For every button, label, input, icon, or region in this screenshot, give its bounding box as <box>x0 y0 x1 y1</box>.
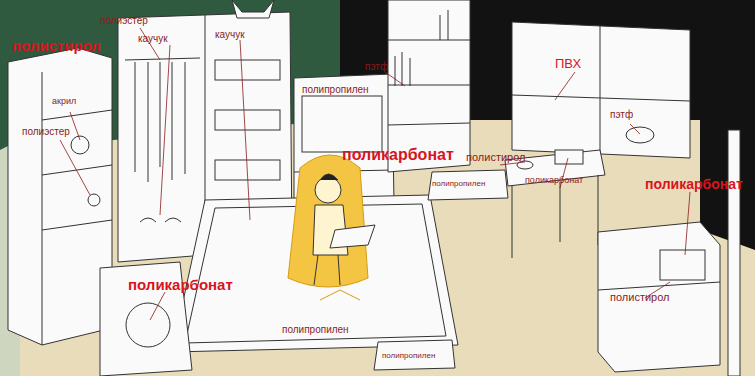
shelf-edge <box>42 72 43 345</box>
material-label: пэтф <box>365 62 388 72</box>
mat <box>428 170 508 200</box>
material-label: пэтф <box>610 110 633 120</box>
armchair <box>288 155 368 287</box>
material-label: поликарбонат <box>342 147 454 163</box>
material-label: поликарбонат <box>645 177 743 191</box>
left-shelf <box>8 48 112 345</box>
material-label: каучук <box>138 34 168 44</box>
leader-lines <box>60 28 690 320</box>
laptop <box>330 225 375 248</box>
window <box>512 22 690 158</box>
folded-stack <box>215 110 280 130</box>
desk-legs <box>512 175 598 258</box>
person-legs <box>314 255 340 285</box>
pot <box>626 127 654 143</box>
material-label: каучук <box>215 30 245 40</box>
material-label: полипропилен <box>432 180 485 188</box>
shelf-item <box>88 194 100 206</box>
material-label: полиэстер <box>100 16 148 26</box>
shelf-board <box>42 165 112 175</box>
tv <box>302 96 382 152</box>
pole <box>728 130 740 376</box>
phone <box>555 150 583 164</box>
material-label: полипропилен <box>302 85 369 95</box>
mat <box>374 340 455 370</box>
wall-trophy <box>232 0 274 18</box>
hanging-clothes <box>135 62 185 182</box>
clothes-rail <box>125 58 200 60</box>
material-label: полистирол <box>610 292 670 303</box>
window-frame <box>512 26 690 154</box>
person-hair <box>320 174 338 180</box>
rug-border <box>185 204 446 343</box>
material-label: поликарбонат <box>128 277 233 292</box>
folded-stack <box>215 60 280 80</box>
material-label: поликарбонат <box>525 176 583 185</box>
material-label: полипропилен <box>282 325 349 335</box>
appliance <box>598 222 720 372</box>
shelf-board <box>42 110 112 120</box>
chair-base <box>320 290 360 300</box>
person-head <box>315 177 341 203</box>
material-label: ПВХ <box>555 57 581 70</box>
shelf-board <box>42 220 112 230</box>
material-label: акрил <box>52 97 76 106</box>
material-label: полипропилен <box>382 352 435 360</box>
machine-door <box>126 303 170 347</box>
shelf-item <box>71 136 89 154</box>
material-label: полиэстер <box>22 127 70 137</box>
books <box>395 10 448 86</box>
material-label: полистирол <box>12 38 101 53</box>
material-label: полистирол <box>466 152 526 163</box>
appliance-panel <box>660 250 705 280</box>
